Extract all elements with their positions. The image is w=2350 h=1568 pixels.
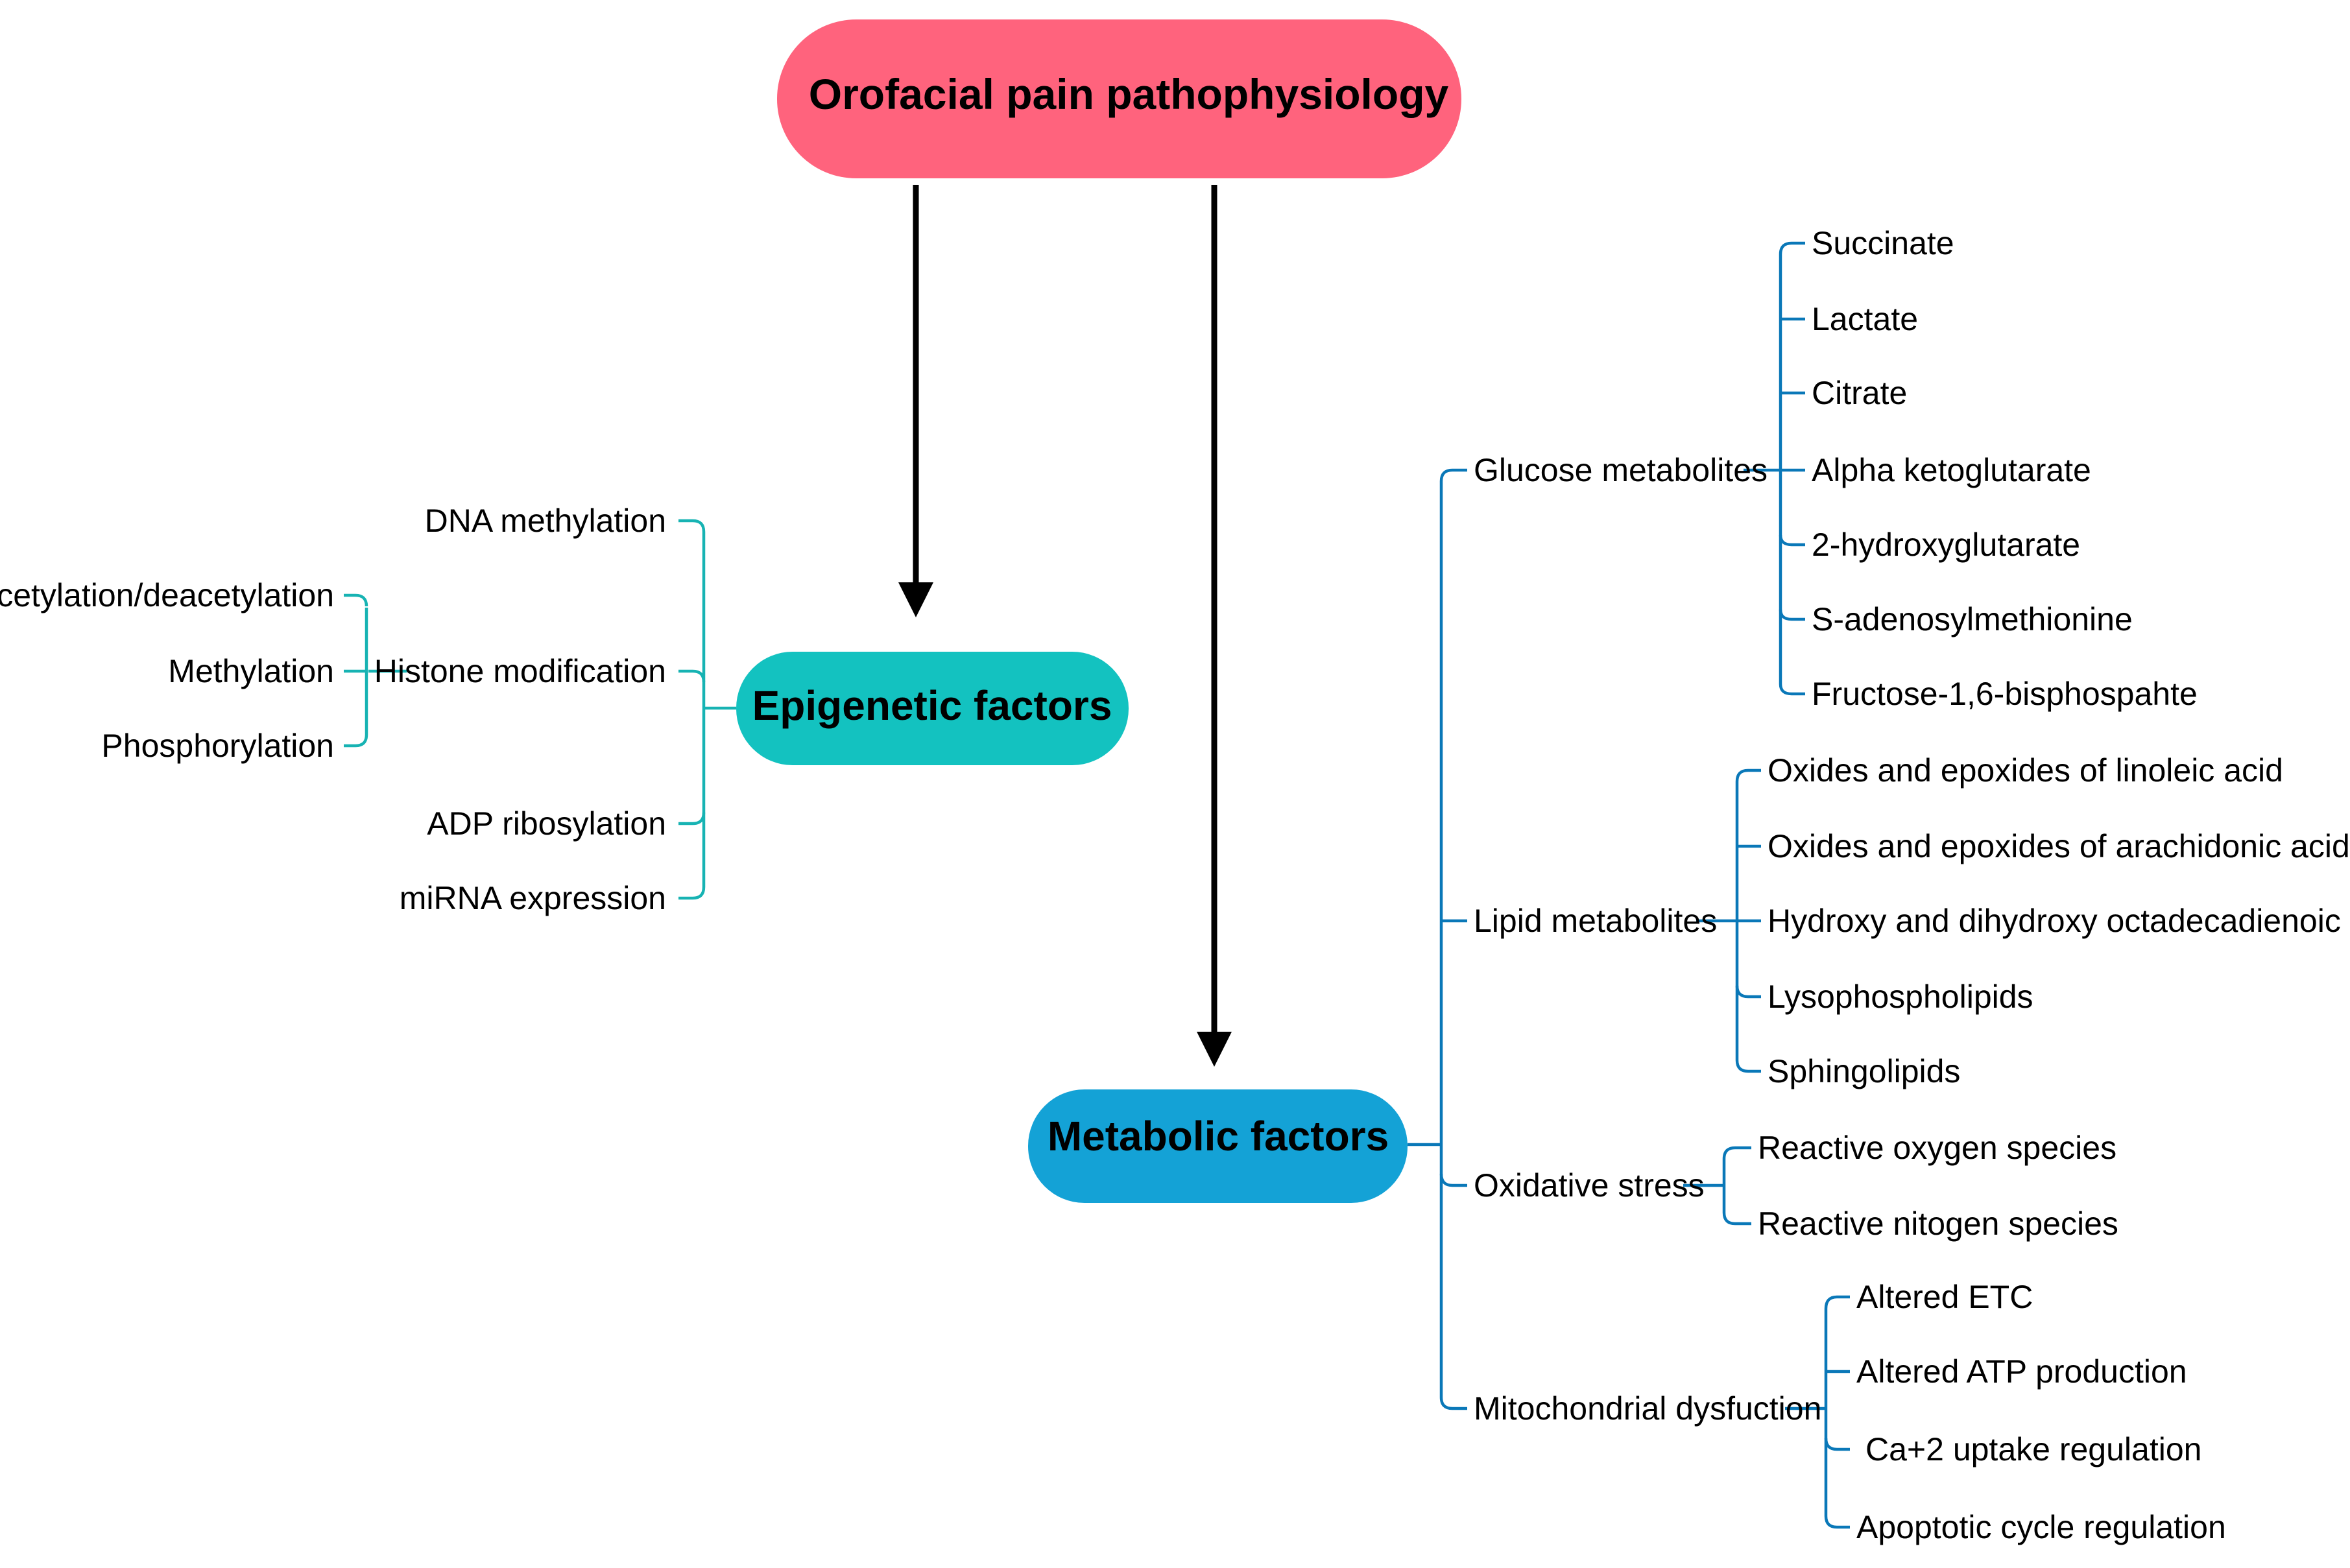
- mitochondrial-leaf-connector: [1824, 1438, 1850, 1451]
- epigenetic-hub: Epigenetic factors: [736, 652, 1129, 765]
- mitochondrial-child: Altered ETC: [1856, 1279, 2033, 1315]
- glucose-child: 2-hydroxyglutarate: [1812, 527, 2080, 563]
- metabolic-labels: Glucose metabolites Lipid metabolites Ox…: [1474, 225, 2350, 1545]
- glucose-leaf-connector: [1779, 241, 1805, 255]
- epigenetic-branch-histone-modification: [678, 669, 706, 683]
- histone-branch-acetylation: [344, 593, 368, 607]
- mitochondrial-child: Ca+2 uptake regulation: [1865, 1431, 2201, 1467]
- metabolic-branch-mitochondrial: [1439, 1397, 1467, 1410]
- epigenetic-labels: DNA methylation Histone modification ADP…: [0, 503, 666, 916]
- lipid-leaf-connector: [1735, 985, 1761, 999]
- epigenetic-branch-mirna-expression: [678, 886, 706, 900]
- oxidative-child: Reactive nitogen species: [1758, 1206, 2118, 1242]
- metabolic-item-oxidative: Oxidative stress: [1474, 1167, 1705, 1204]
- lipid-child: Hydroxy and dihydroxy octadecadienoic ac…: [1768, 903, 2350, 939]
- histone-child-acetylation: Acetylation/deacetylation: [0, 577, 334, 613]
- histone-branch-phosphorylation: [344, 734, 368, 748]
- histone-child-phosphorylation: Phosphorylation: [101, 728, 334, 764]
- metabolic-item-lipid: Lipid metabolites: [1474, 903, 1717, 939]
- histone-child-methylation: Methylation: [168, 653, 334, 689]
- epigenetic-hub-label: Epigenetic factors: [752, 682, 1112, 729]
- epigenetic-hub-shape: [736, 652, 1129, 765]
- mitochondrial-child: Altered ATP production: [1856, 1353, 2187, 1390]
- metabolic-hub-label: Metabolic factors: [1048, 1113, 1389, 1159]
- metabolic-item-mitochondrial: Mitochondrial dysfuction: [1474, 1390, 1821, 1427]
- oxidative-leaf-connector: [1722, 1146, 1751, 1159]
- mitochondrial-child: Apoptotic cycle regulation: [1856, 1509, 2226, 1545]
- epigenetic-branch-adp-ribosylation: [678, 812, 706, 826]
- glucose-leaf-connector: [1779, 609, 1805, 621]
- glucose-child: Lactate: [1812, 301, 1918, 337]
- lipid-leaf-connector: [1735, 1060, 1761, 1073]
- lipid-child: Sphingolipids: [1768, 1053, 1960, 1089]
- metabolic-branch-oxidative: [1439, 1173, 1467, 1187]
- glucose-child: Alpha ketoglutarate: [1812, 452, 2091, 488]
- lipid-child: Oxides and epoxides of linoleic acid: [1768, 752, 2283, 789]
- epigenetic-connectors: [344, 519, 736, 900]
- lipid-child: Oxides and epoxides of arachidonic acid: [1768, 828, 2350, 864]
- glucose-child: S-adenosylmethionine: [1812, 601, 2133, 637]
- glucose-child: Succinate: [1812, 225, 1954, 261]
- metabolic-item-glucose: Glucose metabolites: [1474, 452, 1768, 488]
- oxidative-leaf-connector: [1722, 1212, 1751, 1226]
- mitochondrial-leaf-connector: [1824, 1515, 1850, 1529]
- metabolic-branch-glucose: [1439, 468, 1467, 482]
- lipid-leaf-connector: [1735, 768, 1761, 782]
- glucose-leaf-connector: [1779, 683, 1805, 696]
- metabolic-connectors: [1408, 241, 1850, 1529]
- root-node-label: Orofacial pain pathophysiology: [809, 70, 1449, 118]
- lipid-child: Lysophospholipids: [1768, 979, 2033, 1015]
- metabolic-hub: Metabolic factors: [1028, 1089, 1408, 1203]
- epigenetic-item-mirna-expression: miRNA expression: [400, 880, 666, 916]
- epigenetic-item-histone-modification: Histone modification: [374, 653, 666, 689]
- glucose-leaf-connector: [1779, 534, 1805, 547]
- epigenetic-item-adp-ribosylation: ADP ribosylation: [427, 805, 666, 842]
- epigenetic-branch-dna-methylation: [678, 519, 706, 532]
- glucose-child: Fructose-1,6-bisphospahte: [1812, 676, 2198, 712]
- oxidative-child: Reactive oxygen species: [1758, 1130, 2116, 1166]
- mitochondrial-leaf-connector: [1824, 1295, 1850, 1309]
- root-node-shape: [777, 19, 1461, 178]
- glucose-child: Citrate: [1812, 375, 1907, 411]
- epigenetic-item-dna-methylation: DNA methylation: [425, 503, 666, 539]
- metabolic-hub-shape: [1028, 1089, 1408, 1203]
- root-node: Orofacial pain pathophysiology: [777, 19, 1461, 178]
